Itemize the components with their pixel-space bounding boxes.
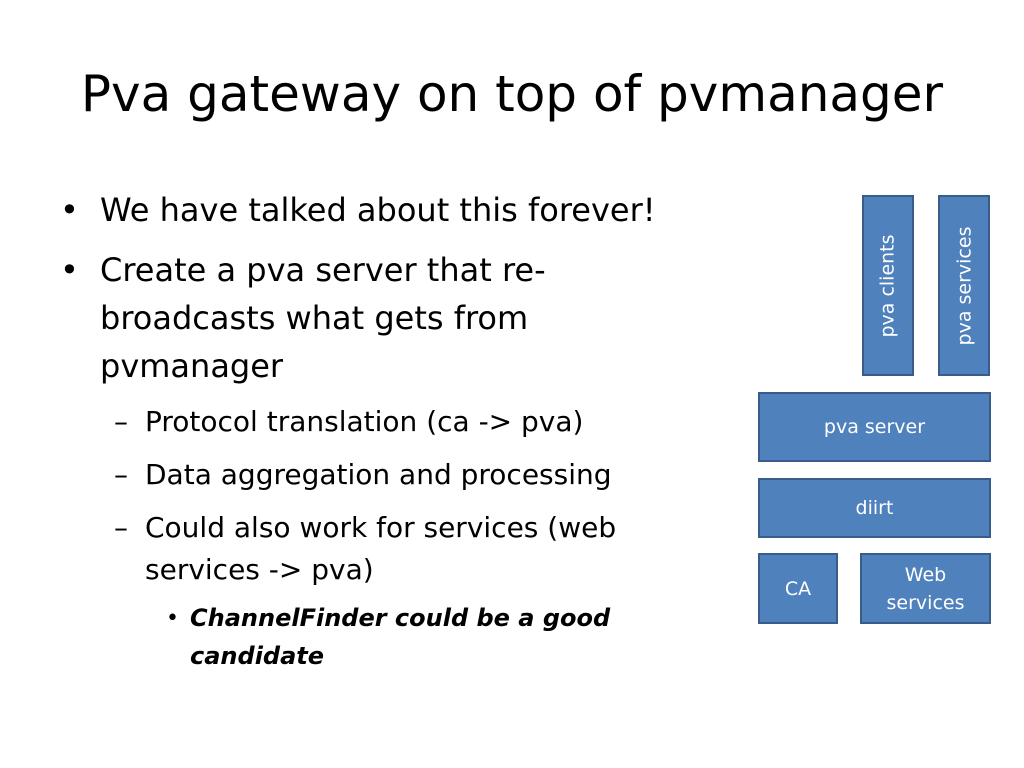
ca-label: CA — [784, 577, 812, 600]
pva-services-label: pva services — [953, 226, 976, 345]
pva-server-box: pva server — [758, 392, 991, 462]
sub-sub-bullet-text: candidate — [190, 642, 325, 670]
sub-bullet-marker: – — [114, 405, 128, 438]
sub-bullet-text: Data aggregation and processing — [145, 458, 612, 491]
ca-box: CA — [758, 553, 838, 624]
bullet-text: Create a pva server that re- — [100, 251, 546, 289]
pva-clients-box: pva clients — [862, 195, 914, 376]
bullet-text: pvmanager — [100, 347, 284, 385]
web-services-label-line: Web — [904, 563, 947, 586]
pva-services-box: pva services — [938, 195, 990, 376]
sub-bullet-text: services -> pva) — [145, 553, 374, 586]
web-services-label-line: services — [886, 591, 965, 614]
sub-bullet-marker: – — [114, 511, 128, 544]
diirt-label: diirt — [855, 497, 894, 519]
sub-bullet-marker: – — [114, 458, 128, 491]
sub-bullet-text: Protocol translation (ca -> pva) — [145, 405, 584, 438]
bullet-list: • We have talked about this forever! • C… — [60, 191, 656, 670]
slide-title: Pva gateway on top of pvmanager — [80, 65, 944, 123]
diirt-box: diirt — [758, 478, 991, 538]
sub-sub-bullet-marker: • — [166, 606, 179, 631]
bullet-text: broadcasts what gets from — [100, 299, 529, 337]
bullet-marker: • — [60, 251, 79, 289]
pva-clients-label: pva clients — [877, 233, 900, 338]
sub-bullet-text: Could also work for services (web — [145, 511, 617, 544]
pva-server-label: pva server — [823, 416, 926, 438]
bullet-text: We have talked about this forever! — [100, 191, 656, 229]
web-services-box: Web services — [860, 553, 991, 624]
sub-sub-bullet-text: ChannelFinder could be a good — [190, 604, 611, 632]
bullet-marker: • — [60, 191, 79, 229]
